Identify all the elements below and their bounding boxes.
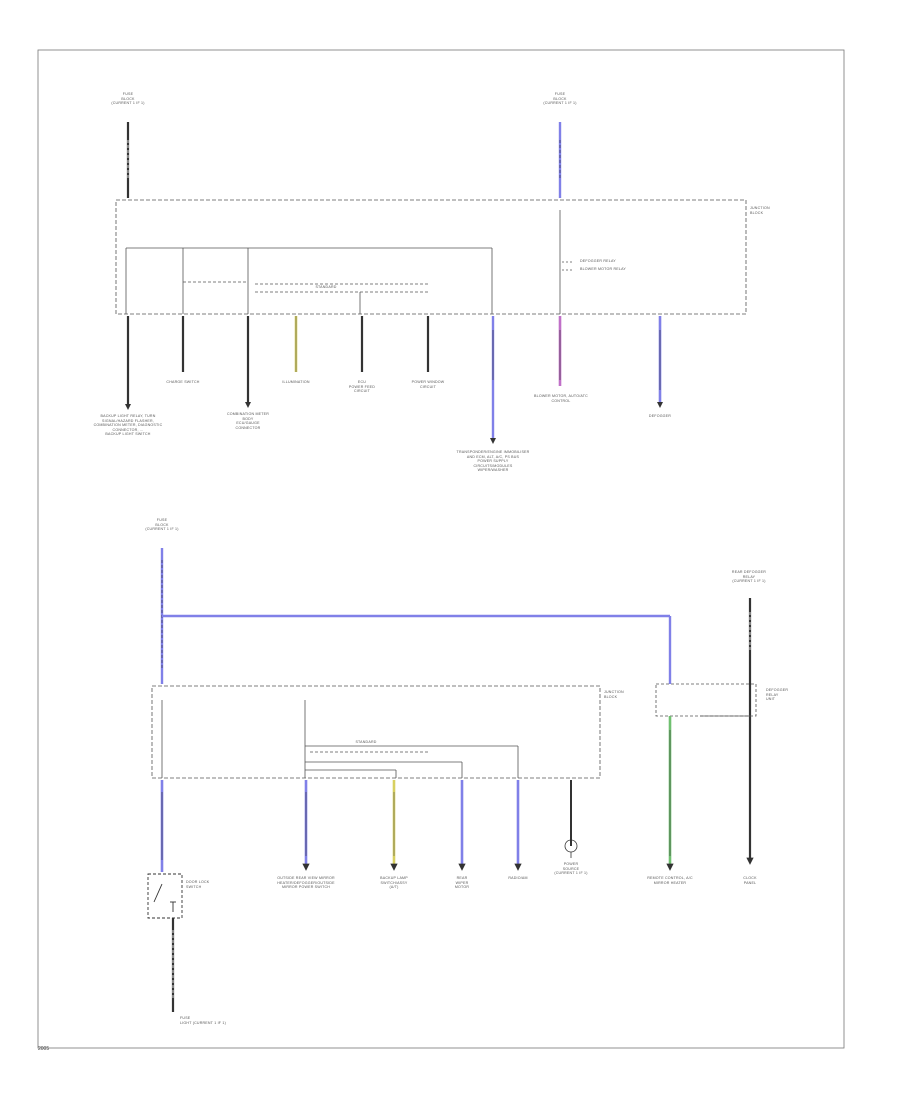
upper-junction-block [115,199,747,315]
blower-motor-relay-label: BLOWER MOTOR RELAY [580,267,626,271]
lower-output-wires [160,716,672,872]
upper-output-4-label: ILLUMINATION [282,380,310,384]
upper-output-2-label: CHARGE SWITCH [166,380,200,384]
upper-internal-bus [125,210,574,314]
lower-junction-block [151,685,601,779]
lower-left-fuse-source [160,548,672,684]
diagram-frame [37,49,845,1049]
page-id: 2005 [38,1046,50,1052]
upper-output-wires [126,316,662,440]
door-lock-switch [147,873,183,919]
defogger-relay-label: DEFOGGER RELAY [580,259,616,263]
upper-arrowheads [125,402,663,444]
lower-end-symbols [302,839,754,871]
upper-standard-label: STANDARD [315,285,337,289]
lower-internal-bus [161,700,750,778]
lower-standard-label: STANDARD [355,740,377,744]
lower-output-4-label: RADIO/AM [508,876,528,880]
upper-output-9-label: DEFOGGER [648,414,672,418]
lower-relay-box [655,683,757,717]
